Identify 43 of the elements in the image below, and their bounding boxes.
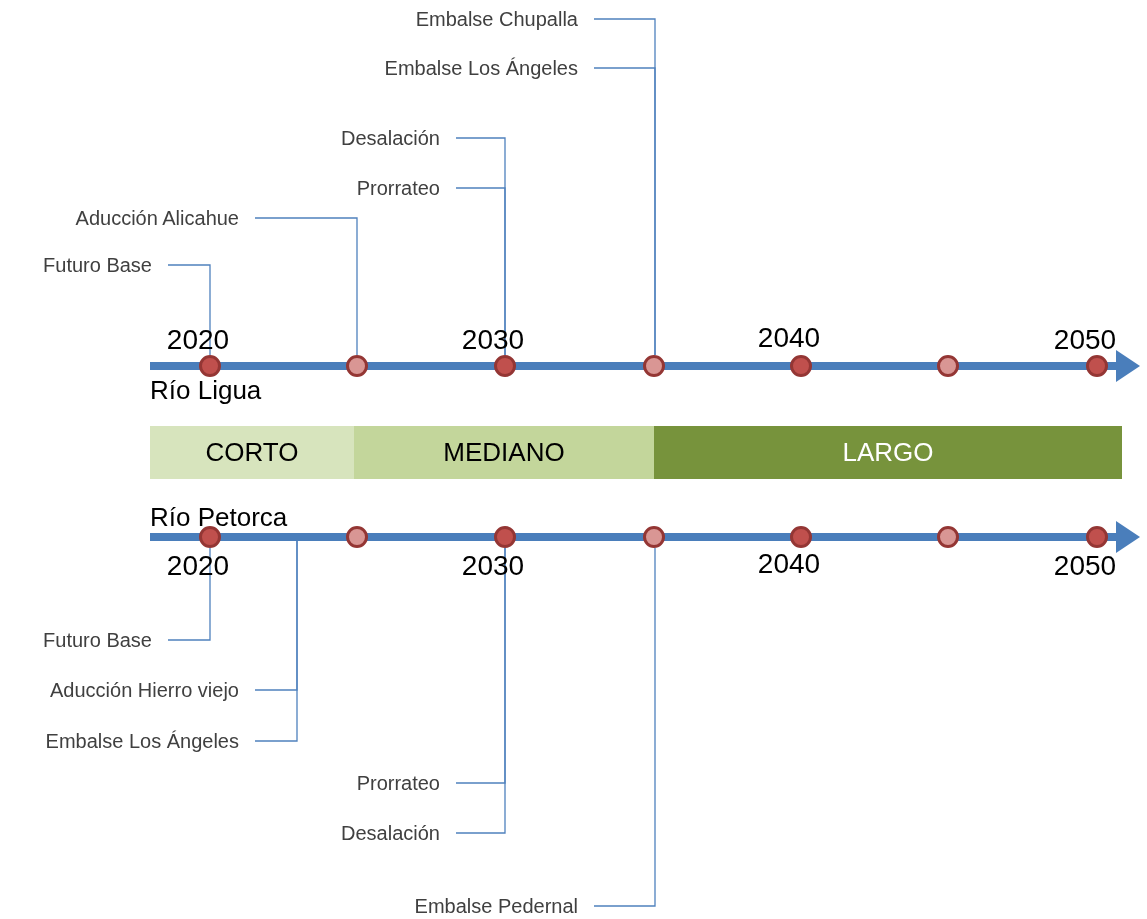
leader-label: Embalse Chupalla <box>415 7 578 31</box>
leader-label: Aducción Alicahue <box>75 206 239 230</box>
phase-band: CORTO <box>150 426 354 479</box>
leader-line <box>167 547 211 641</box>
leader-line <box>254 217 358 356</box>
year-label: 2050 <box>1053 550 1117 581</box>
milestone-marker <box>494 355 516 377</box>
year-label: 2020 <box>166 550 230 581</box>
milestone-marker <box>937 526 959 548</box>
milestone-marker <box>790 526 812 548</box>
milestone-marker <box>1086 355 1108 377</box>
year-label: 2020 <box>166 324 230 355</box>
phase-band: LARGO <box>654 426 1122 479</box>
leader-label: Futuro Base <box>43 253 152 277</box>
leader-line <box>254 540 298 742</box>
year-label: 2040 <box>757 548 821 579</box>
leader-label: Embalse Los Ángeles <box>45 729 239 753</box>
milestone-marker <box>790 355 812 377</box>
year-label: 2040 <box>757 322 821 353</box>
leader-line <box>167 264 211 356</box>
leader-label: Futuro Base <box>43 628 152 652</box>
leader-label: Prorrateo <box>356 771 440 795</box>
leader-label: Embalse Pedernal <box>414 894 578 918</box>
milestone-marker <box>346 355 368 377</box>
milestone-marker <box>199 355 221 377</box>
leader-label: Embalse Los Ángeles <box>384 56 578 80</box>
milestone-marker <box>643 526 665 548</box>
river-label: Río Ligua <box>150 374 262 406</box>
milestone-marker <box>643 355 665 377</box>
leader-label: Desalación <box>341 821 440 845</box>
milestone-marker <box>199 526 221 548</box>
leader-label: Prorrateo <box>356 176 440 200</box>
leader-label: Aducción Hierro viejo <box>50 678 239 702</box>
leader-label: Desalación <box>341 126 440 150</box>
milestone-marker <box>494 526 516 548</box>
leader-line <box>455 547 506 834</box>
milestone-marker <box>346 526 368 548</box>
year-label: 2050 <box>1053 324 1117 355</box>
river-label: Río Petorca <box>150 501 288 533</box>
milestone-marker <box>937 355 959 377</box>
milestone-marker <box>1086 526 1108 548</box>
leader-line <box>593 547 656 907</box>
phase-band: MEDIANO <box>354 426 654 479</box>
